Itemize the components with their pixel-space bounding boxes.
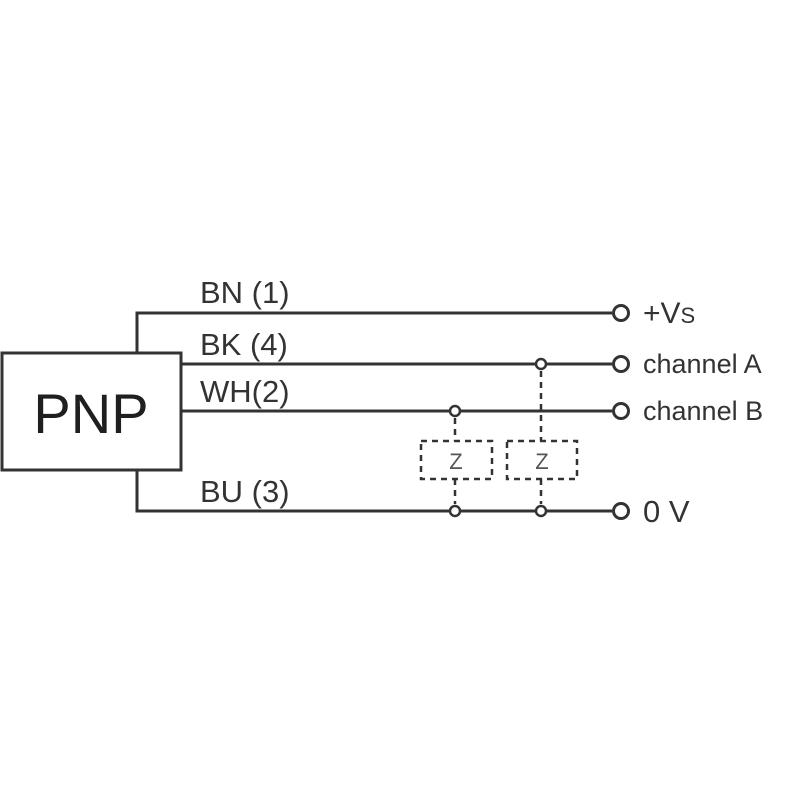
junction-bk-icon	[534, 357, 548, 371]
terminal-label-channel-b: channel B	[643, 396, 763, 426]
load-z1-box	[419, 439, 494, 481]
terminal-0v-icon	[612, 502, 630, 520]
terminal-label-vs: +VS	[643, 297, 695, 330]
wire-label-bk: BK (4)	[200, 327, 288, 362]
wire-bn	[135, 311, 612, 353]
terminal-label-vs-main: +V	[643, 297, 681, 330]
terminal-label-0v: 0 V	[643, 494, 690, 529]
load-z-channel-a: Z	[505, 371, 579, 504]
pnp-device-label: PNP	[33, 382, 148, 445]
wire-label-bu: BU (3)	[200, 474, 290, 509]
terminal-label-channel-a: channel A	[643, 349, 762, 379]
load-z-channel-b: Z	[419, 418, 494, 504]
terminal-label-vs-sub: S	[681, 303, 696, 328]
wire-label-bn: BN (1)	[200, 275, 290, 310]
terminal-channel-b-icon	[612, 402, 630, 420]
junction-bu-1-icon	[448, 504, 462, 518]
junction-bu-2-icon	[534, 504, 548, 518]
load-z2-label: Z	[535, 449, 548, 474]
load-z1-label: Z	[449, 449, 462, 474]
pnp-device-box	[0, 351, 183, 472]
junction-wh-icon	[448, 404, 462, 418]
terminal-vs-icon	[612, 304, 630, 322]
terminal-channel-a-icon	[612, 355, 630, 373]
wire-label-wh: WH(2)	[200, 374, 290, 409]
